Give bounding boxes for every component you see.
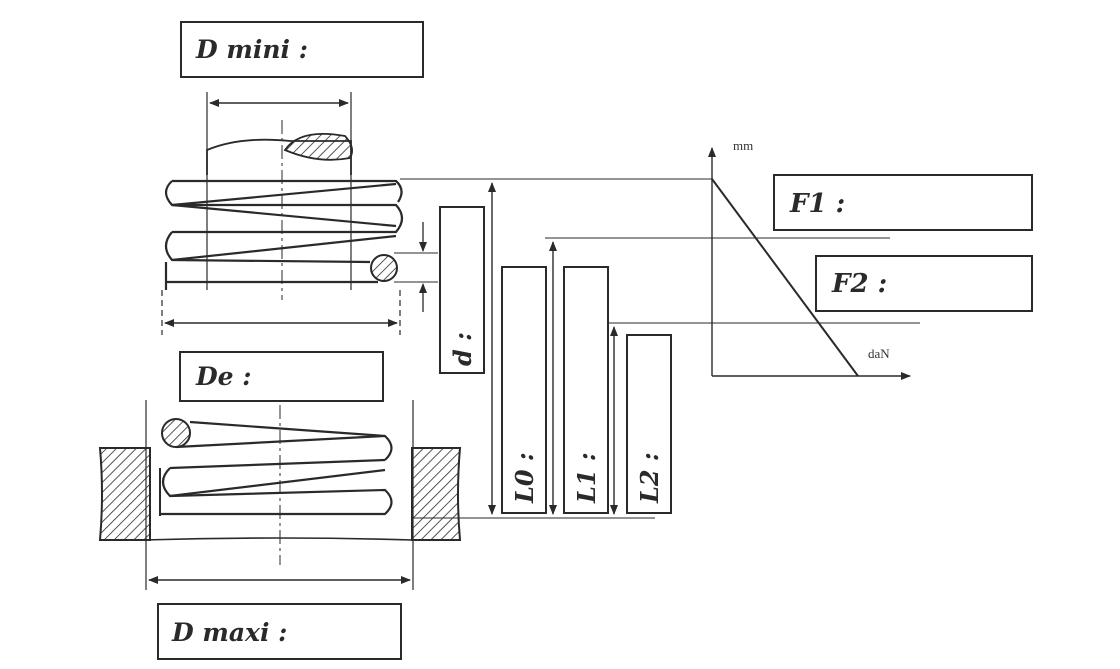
graph-x-unit: daN (868, 346, 890, 361)
l2-box[interactable] (626, 334, 672, 514)
coil-2b (171, 203, 397, 228)
housing-right-wall (411, 447, 462, 541)
coil-2 (172, 203, 404, 234)
field-l2[interactable]: L2 : (626, 334, 672, 514)
rod-section-hatch (283, 133, 354, 161)
coil-b2 (169, 458, 386, 470)
field-f2[interactable]: F2 : (815, 255, 1033, 312)
d-maxi-label: D maxi : (171, 618, 287, 647)
l2-label: L2 : (635, 452, 664, 504)
d-box[interactable] (439, 206, 485, 374)
graph-force-line (711, 178, 859, 377)
l0-label: L0 : (510, 452, 539, 504)
coil-base (164, 262, 378, 290)
top-spring (161, 92, 438, 335)
coil-b4 (160, 488, 393, 516)
coil-4 (171, 258, 371, 264)
length-dimensions (400, 178, 920, 519)
field-l1[interactable]: L1 : (563, 266, 609, 514)
de-box[interactable] (179, 351, 384, 402)
d-mini-box[interactable] (180, 21, 424, 78)
bottom-spring (98, 400, 462, 590)
d-label: d : (448, 332, 477, 366)
graph-y-unit: mm (733, 138, 753, 153)
coil-top (172, 179, 403, 203)
l1-label: L1 : (572, 452, 601, 504)
d-maxi-box[interactable] (157, 603, 402, 660)
rod-outline (206, 138, 352, 175)
field-d[interactable]: d : (439, 206, 485, 374)
coil-b1 (189, 420, 393, 461)
field-de[interactable]: De : (179, 351, 384, 402)
l0-box[interactable] (501, 266, 547, 514)
field-d-mini[interactable]: D mini : (180, 21, 424, 78)
field-d-maxi[interactable]: D maxi : (157, 603, 402, 660)
coil-1 (164, 180, 397, 207)
wire-section-bottom (161, 418, 191, 448)
f2-box[interactable] (815, 255, 1033, 312)
l1-box[interactable] (563, 266, 609, 514)
field-f1[interactable]: F1 : (773, 174, 1033, 231)
f1-box[interactable] (773, 174, 1033, 231)
force-graph: mm daN (708, 138, 911, 380)
f2-label: F2 : (831, 269, 887, 299)
housing-floor (142, 537, 413, 541)
field-l0[interactable]: L0 : (501, 266, 547, 514)
coil-b3 (161, 467, 386, 498)
f1-label: F1 : (789, 189, 845, 219)
wire-section-top (370, 254, 398, 282)
d-mini-label: D mini : (195, 35, 308, 64)
coil-3 (164, 231, 397, 262)
de-label: De : (195, 362, 252, 391)
housing-left-wall (98, 447, 151, 541)
